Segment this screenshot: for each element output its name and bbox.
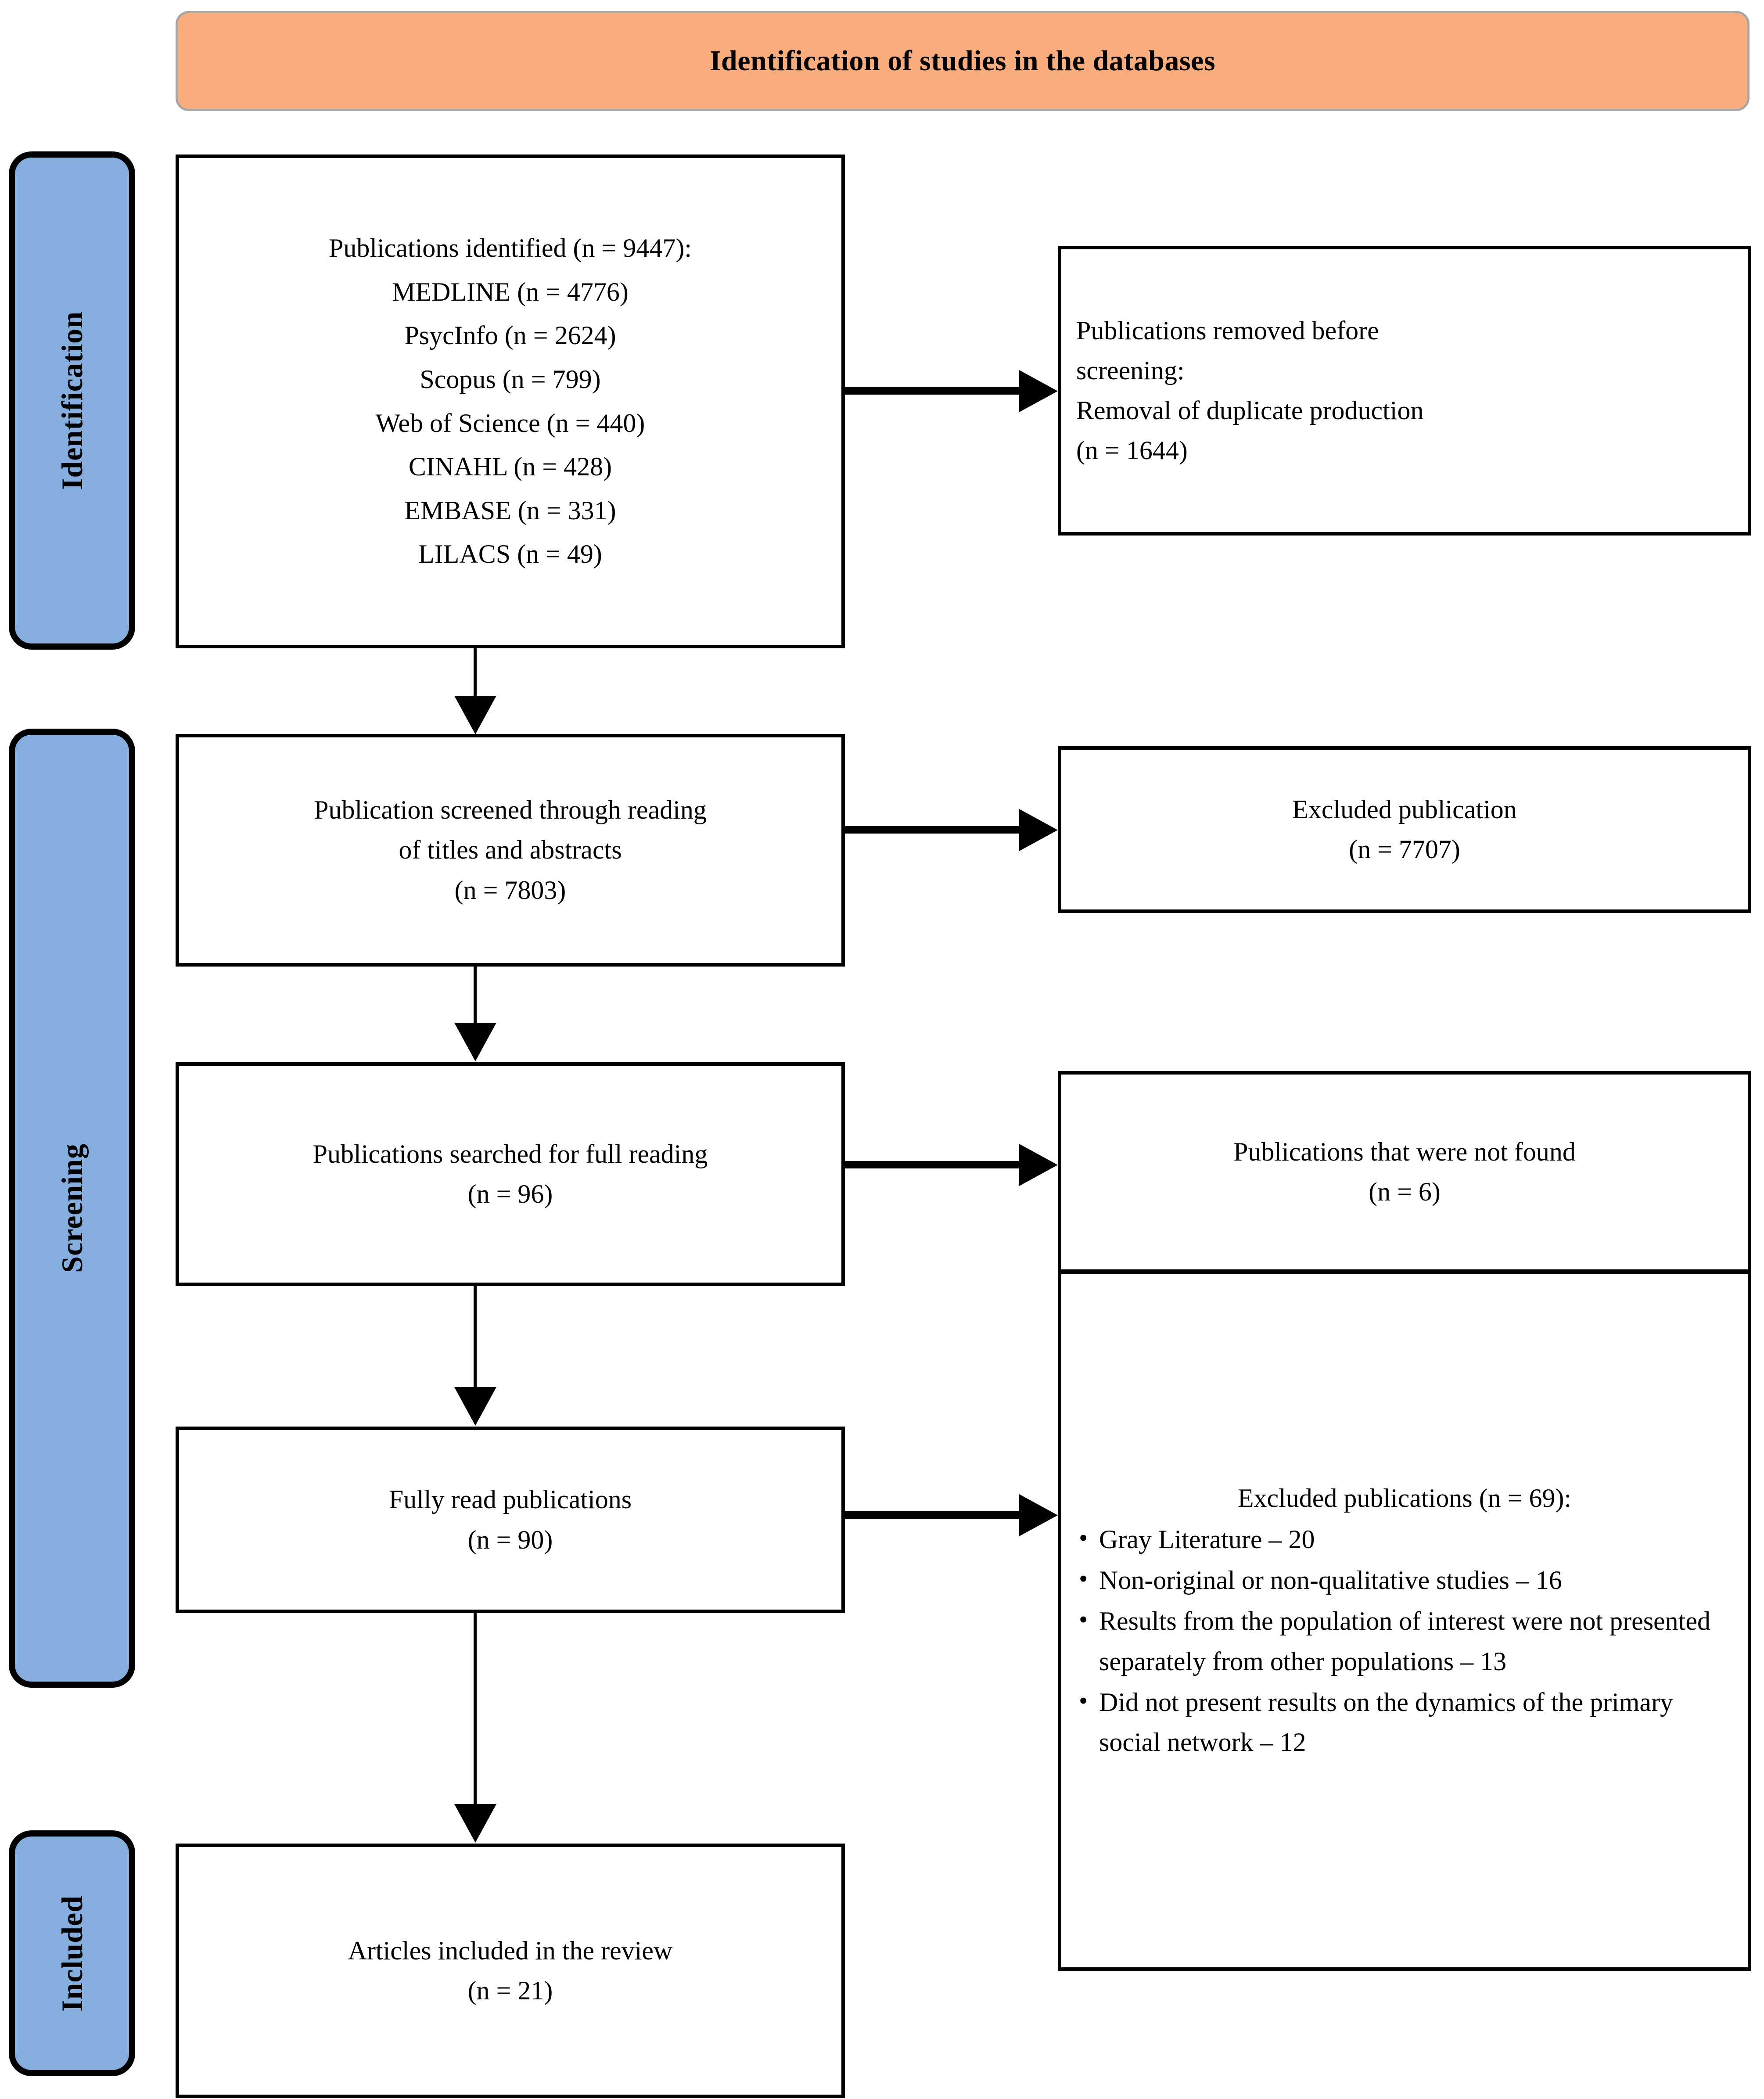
connector-fullreading-to-fullyread xyxy=(474,1286,477,1389)
arrowhead-right xyxy=(1019,1494,1058,1536)
node-line: EMBASE (n = 331) xyxy=(404,496,616,525)
node-line: Publication screened through reading xyxy=(314,795,707,825)
exclusion-reason-list: Gray Literature – 20 Non-original or non… xyxy=(1061,1519,1748,1763)
node-line: (n = 90) xyxy=(467,1525,553,1554)
list-item: Did not present results on the dynamics … xyxy=(1079,1682,1733,1762)
arrowhead-right xyxy=(1019,1144,1058,1186)
arrowhead-down xyxy=(454,1387,496,1426)
node-line: Publications that were not found xyxy=(1233,1137,1576,1166)
list-item: Non-original or non-qualitative studies … xyxy=(1079,1560,1733,1600)
node-excluded-publications-reasons: Excluded publications (n = 69): Gray Lit… xyxy=(1058,1271,1751,1971)
stage-screening: Screening xyxy=(9,729,135,1688)
connector-screened-to-excluded xyxy=(845,826,1020,834)
node-publications-identified: Publications identified (n = 9447): MEDL… xyxy=(176,155,845,648)
list-item: Gray Literature – 20 xyxy=(1079,1519,1733,1560)
page-title: Identification of studies in the databas… xyxy=(709,44,1216,77)
arrowhead-down xyxy=(454,1023,496,1061)
node-line: Publications identified (n = 9447): xyxy=(328,234,692,263)
node-line: Publications removed before xyxy=(1076,316,1379,345)
node-line: (n = 96) xyxy=(467,1179,553,1208)
node-line: (n = 1644) xyxy=(1076,436,1188,465)
connector-fullyread-to-excludedfull xyxy=(845,1511,1020,1519)
stage-included: Included xyxy=(9,1830,135,2076)
node-fully-read-publications: Fully read publications (n = 90) xyxy=(176,1427,845,1613)
stage-screening-label: Screening xyxy=(55,1143,89,1273)
node-line: Web of Science (n = 440) xyxy=(375,408,645,438)
node-excluded-publication-screening: Excluded publication (n = 7707) xyxy=(1058,746,1751,913)
node-publications-searched-full-reading: Publications searched for full reading (… xyxy=(176,1062,845,1286)
node-publications-not-found: Publications that were not found (n = 6) xyxy=(1058,1071,1751,1273)
connector-fullreading-to-notfound xyxy=(845,1161,1020,1168)
arrowhead-right xyxy=(1019,809,1058,851)
node-line: (n = 7707) xyxy=(1349,835,1460,864)
list-item: Results from the population of interest … xyxy=(1079,1600,1733,1681)
arrowhead-down xyxy=(454,1804,496,1843)
node-line: CINAHL (n = 428) xyxy=(408,452,612,482)
node-line: Fully read publications xyxy=(388,1485,632,1514)
connector-screened-to-fullreading xyxy=(474,967,477,1026)
node-publications-screened: Publication screened through reading of … xyxy=(176,734,845,967)
arrowhead-down xyxy=(454,696,496,734)
header-banner: Identification of studies in the databas… xyxy=(176,11,1750,111)
stage-identification-label: Identification xyxy=(55,311,89,490)
node-line: (n = 6) xyxy=(1369,1177,1441,1206)
stage-included-label: Included xyxy=(55,1895,89,2012)
node-line: Publications searched for full reading xyxy=(313,1139,708,1168)
node-line: Scopus (n = 799) xyxy=(420,364,601,394)
excluded-publications-heading: Excluded publications (n = 69): xyxy=(1237,1483,1572,1513)
node-line: (n = 21) xyxy=(467,1976,553,2005)
connector-identified-to-removed xyxy=(845,387,1020,395)
node-publications-removed: Publications removed before screening: R… xyxy=(1058,246,1751,536)
node-line: PsycInfo (n = 2624) xyxy=(404,321,616,350)
node-line: (n = 7803) xyxy=(454,875,566,905)
node-line: MEDLINE (n = 4776) xyxy=(392,277,629,306)
node-line: Excluded publication xyxy=(1292,794,1517,824)
node-line: screening: xyxy=(1076,356,1185,385)
arrowhead-right xyxy=(1019,370,1058,412)
node-line: Removal of duplicate production xyxy=(1076,396,1424,425)
node-line: of titles and abstracts xyxy=(399,835,622,865)
node-articles-included: Articles included in the review (n = 21) xyxy=(176,1844,845,2098)
node-line: LILACS (n = 49) xyxy=(418,539,602,569)
connector-identified-to-screened xyxy=(474,648,477,701)
connector-fullyread-to-included xyxy=(474,1613,477,1806)
stage-identification: Identification xyxy=(9,151,135,650)
node-line: Articles included in the review xyxy=(348,1936,673,1965)
